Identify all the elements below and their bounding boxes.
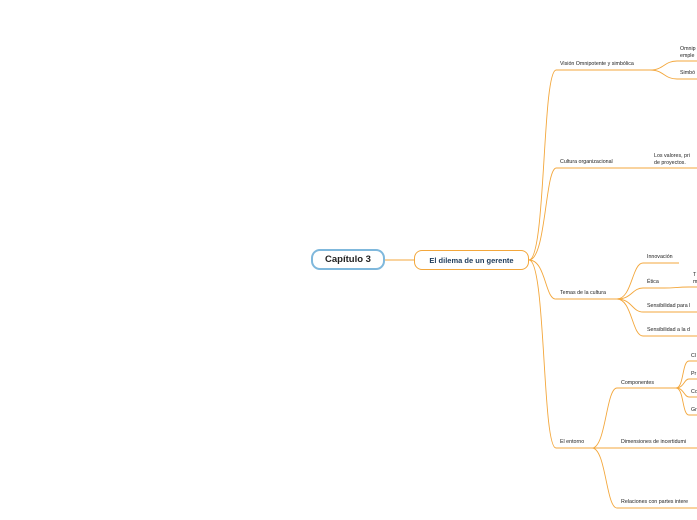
- topic-cultura[interactable]: Cultura organizacional: [560, 159, 613, 165]
- topic-etica-child-line2: m: [693, 279, 697, 285]
- topic-entorno[interactable]: El entorno: [560, 439, 585, 445]
- main-topic-label: El dilema de un gerente: [429, 255, 514, 265]
- topic-componente-1[interactable]: Cl: [691, 353, 697, 359]
- topic-cultura-valores-line2: de proyectos.: [654, 160, 686, 166]
- topic-etica[interactable]: Ética: [647, 279, 659, 285]
- topic-sensibilidad-1[interactable]: Sensibilidad para l: [647, 303, 691, 309]
- topic-relaciones[interactable]: Relaciones con partes intere: [621, 499, 689, 505]
- topic-etica-child[interactable]: T: [693, 272, 697, 278]
- topic-componente-4[interactable]: Gr: [691, 407, 697, 413]
- topic-innovacion[interactable]: Innovación: [647, 254, 673, 260]
- topic-vision[interactable]: Visión Omnipotente y simbólica: [560, 61, 634, 67]
- topic-vision-omnipotente-line2: emple: [680, 53, 695, 59]
- topic-vision-omnipotente[interactable]: Omnip: [680, 46, 696, 52]
- topic-sensibilidad-2[interactable]: Sensibilidad a la d: [647, 327, 690, 333]
- topic-componentes[interactable]: Componentes: [621, 380, 654, 386]
- topic-temas[interactable]: Temas de la cultura: [560, 290, 606, 296]
- topic-cultura-valores[interactable]: Los valores, pri: [654, 153, 690, 159]
- central-topic[interactable]: Capítulo 3: [311, 249, 385, 270]
- main-topic[interactable]: El dilema de un gerente: [414, 250, 529, 270]
- central-topic-label: Capítulo 3: [325, 254, 371, 265]
- topic-componente-2[interactable]: Pr: [691, 371, 697, 377]
- topic-vision-simbolica[interactable]: Simbó: [680, 70, 696, 76]
- topic-dimensiones[interactable]: Dimensiones de incertidumi: [621, 439, 687, 445]
- topic-componente-3[interactable]: Co: [691, 389, 697, 395]
